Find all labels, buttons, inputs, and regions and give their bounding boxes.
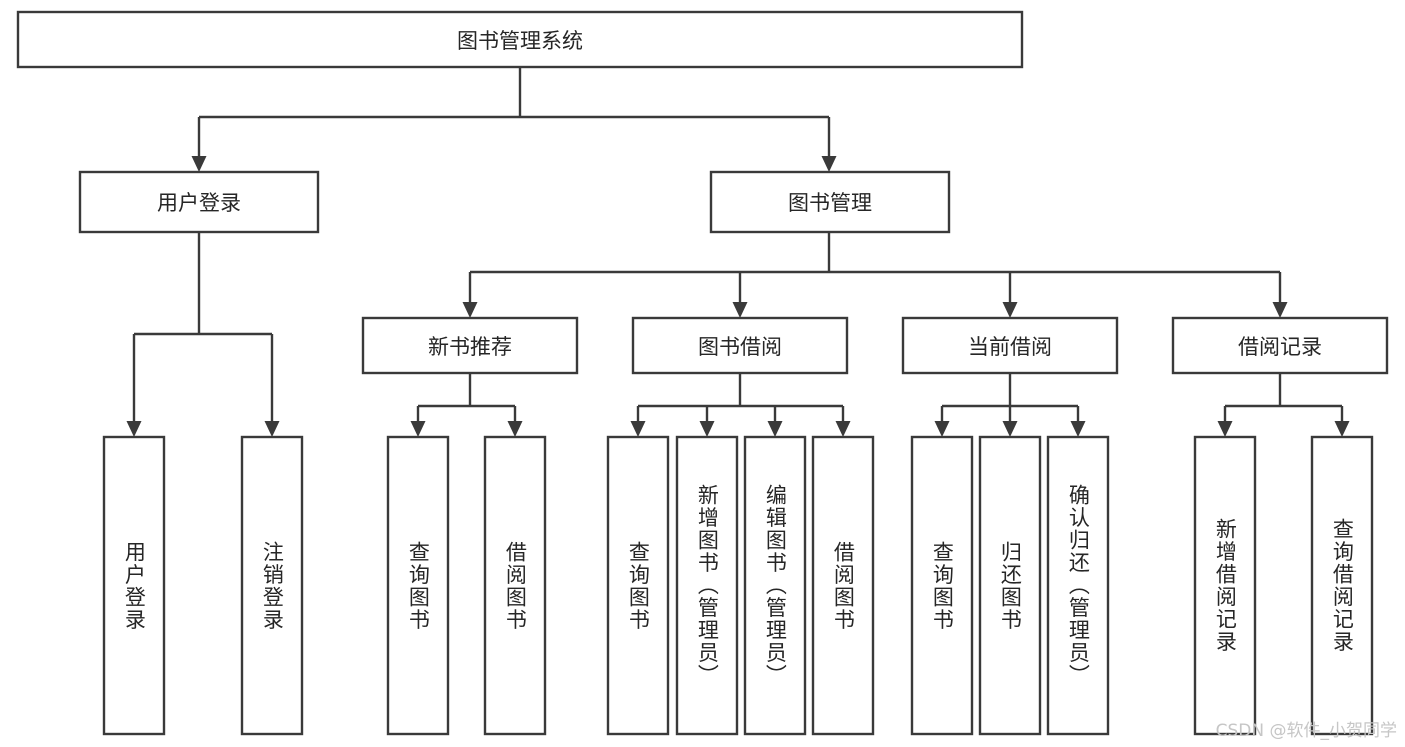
arrow-leaf-9-icon: [934, 421, 950, 437]
arrow-leaf-7-icon: [767, 421, 783, 437]
node-box-leaf-add-book[interactable]: [675, 435, 739, 736]
arrow-leaf-4-icon: [507, 421, 523, 437]
node-box-book-management[interactable]: [709, 170, 951, 234]
arrow-book-management-icon: [821, 156, 837, 172]
node-box-leaf-return-book[interactable]: [978, 435, 1042, 736]
node-box-leaf-edit-book[interactable]: [743, 435, 807, 736]
arrow-leaf-10-icon: [1002, 421, 1018, 437]
arrow-user-login-icon: [191, 156, 207, 172]
node-box-borrow-record[interactable]: [1171, 316, 1389, 375]
node-box-leaf-query-borrow-record[interactable]: [1310, 435, 1374, 736]
node-boxes: [16, 10, 1389, 736]
arrow-current-borrow-icon: [1002, 302, 1018, 318]
node-box-leaf-query-book-borrow[interactable]: [606, 435, 670, 736]
arrow-book-borrow-icon: [732, 302, 748, 318]
arrow-leaf-5-icon: [630, 421, 646, 437]
arrow-leaf-8-icon: [835, 421, 851, 437]
arrow-leaf-13-icon: [1334, 421, 1350, 437]
node-box-leaf-query-book-recommend[interactable]: [386, 435, 450, 736]
node-box-user-login[interactable]: [78, 170, 320, 234]
node-box-leaf-add-borrow-record[interactable]: [1193, 435, 1257, 736]
arrow-borrow-record-icon: [1272, 302, 1288, 318]
node-box-leaf-user-login[interactable]: [102, 435, 166, 736]
node-box-leaf-logout-login[interactable]: [240, 435, 304, 736]
node-box-book-borrow[interactable]: [631, 316, 849, 375]
node-box-new-book-recommend[interactable]: [361, 316, 579, 375]
arrowheads: [126, 156, 1350, 437]
arrow-leaf-1-icon: [126, 421, 142, 437]
arrow-leaf-12-icon: [1217, 421, 1233, 437]
node-box-current-borrow[interactable]: [901, 316, 1119, 375]
node-box-root[interactable]: [16, 10, 1024, 69]
arrow-leaf-6-icon: [699, 421, 715, 437]
arrow-new-book-recommend-icon: [462, 302, 478, 318]
node-box-leaf-confirm-return[interactable]: [1046, 435, 1110, 736]
arrow-leaf-3-icon: [410, 421, 426, 437]
arrow-leaf-11-icon: [1070, 421, 1086, 437]
node-box-leaf-query-book-current[interactable]: [910, 435, 974, 736]
node-box-leaf-borrow-book[interactable]: [811, 435, 875, 736]
node-box-leaf-borrow-book-recommend[interactable]: [483, 435, 547, 736]
arrow-leaf-2-icon: [264, 421, 280, 437]
connector-lines: [132, 67, 1344, 429]
